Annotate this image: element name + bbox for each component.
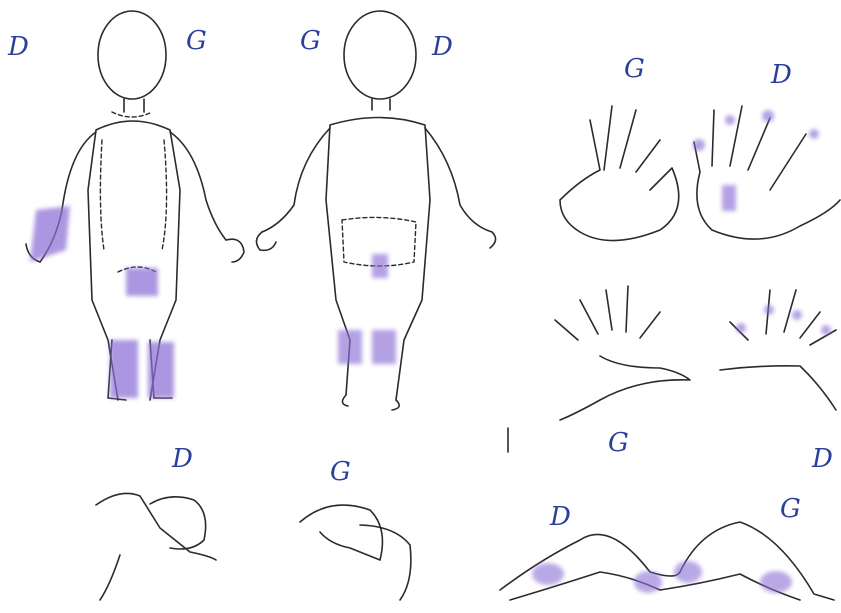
label-head-right: G xyxy=(330,459,351,485)
legs-shading xyxy=(532,561,792,593)
label-legs-left: D xyxy=(550,504,571,530)
label-back-right: D xyxy=(432,34,453,60)
hands-back-shading xyxy=(736,305,831,335)
hands-palm-figures xyxy=(560,106,840,241)
label-hands-top-right: D xyxy=(771,62,792,88)
label-hands-top-left: G xyxy=(624,56,645,82)
back-shaded-areas xyxy=(338,254,396,364)
label-front-left: D xyxy=(8,34,29,60)
label-back-left: G xyxy=(300,28,321,54)
label-legs-top-right: D xyxy=(812,446,833,472)
head-side-figures xyxy=(96,493,411,600)
hands-back-figures xyxy=(555,286,836,420)
label-legs-right: G xyxy=(780,496,801,522)
label-front-right: G xyxy=(186,28,207,54)
label-head-left: D xyxy=(172,446,193,472)
label-legs-top-center: G xyxy=(608,430,629,456)
